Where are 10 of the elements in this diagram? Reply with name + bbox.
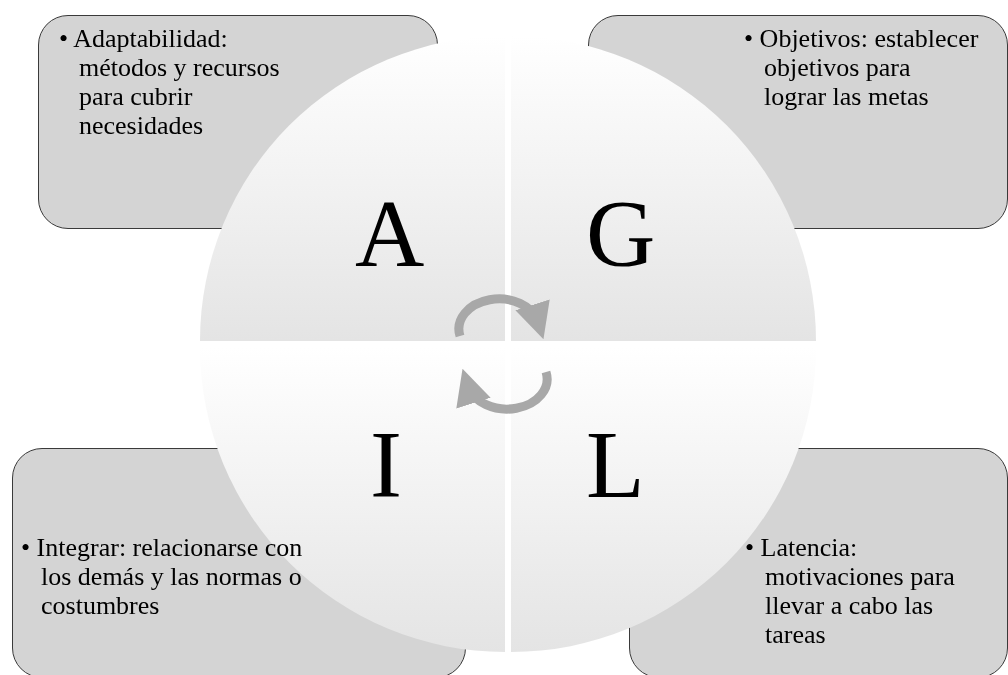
- bullet-text: • Latencia: motivaciones para llevar a cabo las tareas: [745, 533, 956, 649]
- curved-arrow: [454, 294, 548, 339]
- quadrant-letter: G: [586, 186, 656, 282]
- quadrant-letter: A: [355, 186, 425, 282]
- quadrant-letter: L: [586, 417, 645, 513]
- bullet-text: • Integrar: relacionarse con los demás y las normas o costumbres: [21, 533, 304, 620]
- bullet-text: • Adaptabilidad: métodos y recursos para cubrir necesidades: [59, 24, 281, 140]
- quadrant-letter: I: [370, 417, 402, 513]
- curved-arrow: [458, 369, 552, 414]
- bullet-text: • Objetivos: establecer objetivos para lograr las metas: [744, 24, 979, 111]
